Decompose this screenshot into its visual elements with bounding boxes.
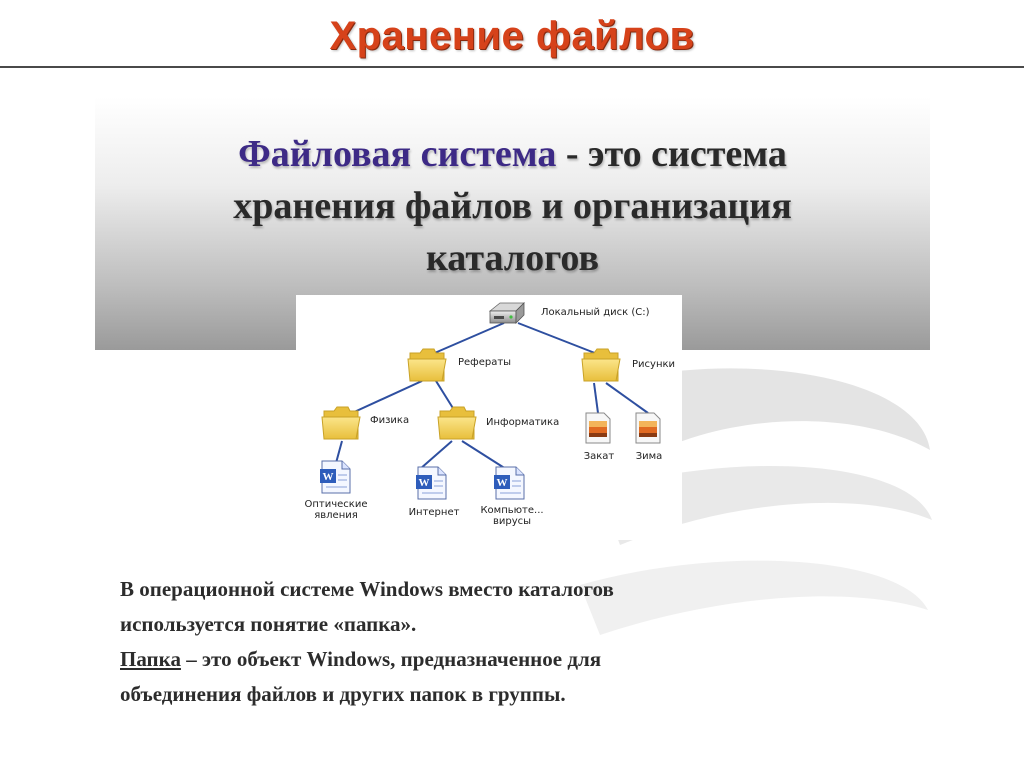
tree-root-label: Локальный диск (C:) [541,307,650,318]
body-line: объединения файлов и других папок в груп… [120,682,566,706]
definition-line-3: каталогов [425,237,599,279]
folder-tree-diagram: W W W Локальн [296,295,682,540]
decorative-swirl [580,368,932,635]
tree-folder-label: Рефераты [458,357,512,368]
definition-line-2: хранения файлов и организация [233,185,792,227]
folder-icon[interactable] [437,406,477,440]
tree-file-label: Закат [583,451,615,462]
svg-text:W: W [419,477,430,489]
image-file-icon[interactable] [635,412,661,444]
word-document-icon[interactable]: W [320,460,351,494]
word-document-icon[interactable]: W [494,466,525,500]
body-text: В операционной системе Windows вместо ка… [120,572,880,712]
body-line: В операционной системе Windows вместо ка… [120,577,614,601]
svg-text:W: W [497,477,508,489]
tree-connectors [335,322,649,470]
slide-title: Хранение файлов [329,14,695,58]
tree-file-label: Зима [635,451,663,462]
folder-icon[interactable] [407,348,447,382]
definition-dash: - [556,133,589,175]
hard-drive-icon[interactable] [488,302,525,324]
title-divider [0,66,1024,68]
body-line: используется понятие «папка». [120,612,417,636]
tree-file-label: Интернет [408,507,460,518]
tree-folder-label: Информатика [486,417,560,428]
tree-folder-label: Рисунки [632,359,676,370]
svg-text:W: W [323,471,334,483]
tree-file-label: Компьюте...вирусы [480,505,544,527]
body-line: Папка – это объект Windows, предназначен… [120,642,880,677]
tree-folder-label: Физика [370,415,410,426]
folder-term: Папка [120,647,181,671]
definition-text: Файловая система - это система хранения … [95,128,930,284]
body-line-rest: – это объект Windows, предназначенное дл… [180,647,602,671]
word-document-icon[interactable]: W [416,466,447,500]
folder-icon[interactable] [321,406,361,440]
definition-line-1: Файловая система - это система [95,128,930,180]
definition-line-1-rest: это система [588,133,787,175]
image-file-icon[interactable] [585,412,611,444]
folder-icon[interactable] [581,348,621,382]
definition-term: Файловая система [238,133,557,175]
